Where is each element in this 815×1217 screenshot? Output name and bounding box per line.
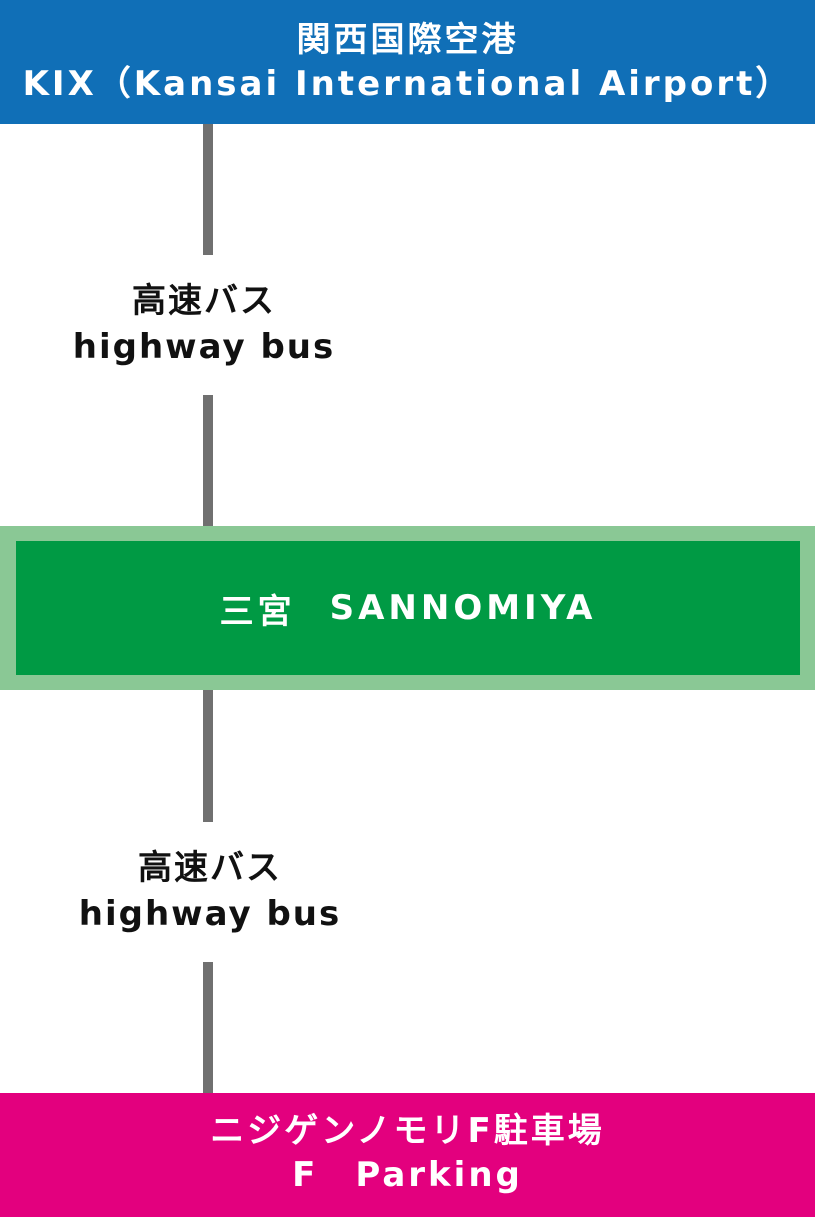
origin-name-ja: 関西国際空港: [296, 20, 519, 60]
segment-label-2: 高速バス highway bus: [0, 845, 420, 937]
transfer-name-ja: 三宮: [219, 591, 296, 632]
route-line: [203, 690, 213, 822]
transfer-station-banner: 三宮 SANNOMIYA: [0, 526, 815, 690]
segment-mode-ja: 高速バス: [132, 281, 276, 321]
segment-mode-ja: 高速バス: [138, 848, 282, 888]
destination-banner: ニジゲンノモリF駐車場 F Parking: [0, 1093, 815, 1217]
segment-mode-en: highway bus: [72, 327, 336, 367]
segment-label-1: 高速バス highway bus: [0, 278, 414, 370]
transfer-name-en: SANNOMIYA: [329, 588, 597, 628]
origin-name-en: KIX（Kansai International Airport）: [22, 64, 793, 104]
origin-station-banner: 関西国際空港 KIX（Kansai International Airport）: [0, 0, 815, 124]
destination-name-ja: ニジゲンノモリF駐車場: [210, 1111, 605, 1151]
route-line: [203, 962, 213, 1093]
route-line: [203, 124, 213, 255]
segment-mode-en: highway bus: [78, 894, 342, 934]
destination-name-en: F Parking: [292, 1155, 523, 1195]
route-line: [203, 395, 213, 526]
transfer-station-box: 三宮 SANNOMIYA: [16, 541, 800, 675]
